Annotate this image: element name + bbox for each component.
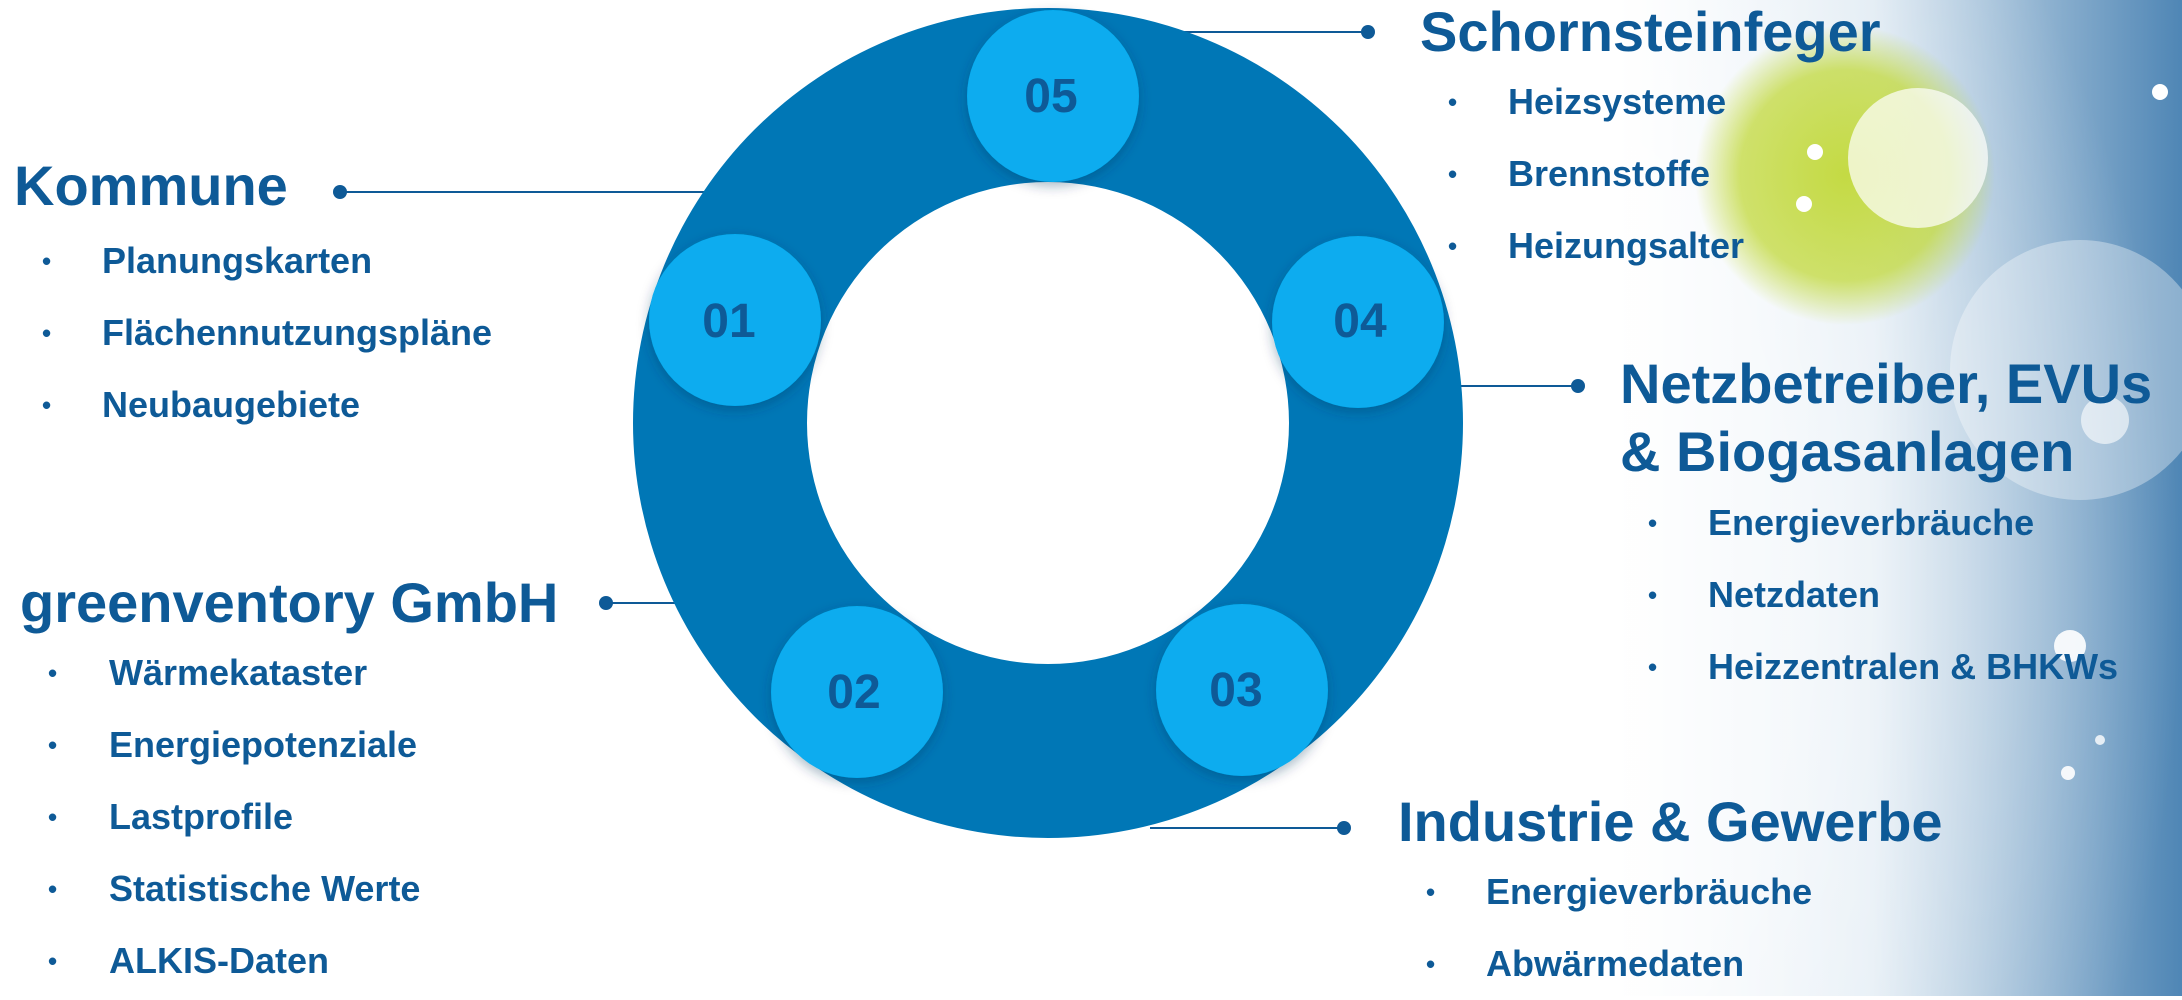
list-item: Lastprofile [20,781,558,853]
list-item: Brennstoffe [1420,138,1881,210]
group-title-line1: Netzbetreiber, EVUs [1620,352,2153,415]
group-schornsteinfeger: Schornsteinfeger Heizsysteme Brennstoffe… [1420,0,1881,282]
list-item: Flächennutzungspläne [14,297,492,369]
node-01: 01 [649,234,821,406]
list-item: Energieverbräuche [1398,856,1943,928]
list-item: Netzdaten [1620,559,2152,631]
list-item: Statistische Werte [20,853,558,925]
list-item: Energiepotenziale [20,709,558,781]
node-05-label: 05 [1024,70,1077,123]
group-title-line2: & Biogasanlagen [1620,420,2075,484]
group-title: greenventory GmbH [20,571,559,634]
connector-dot-industrie [1337,821,1351,835]
list-item: Wärmekataster [20,637,558,709]
connector-dot-greenventory [599,596,613,610]
group-netzbetreiber: Netzbetreiber, EVUs & Biogasanlagen Ener… [1620,350,2152,703]
bullet-list: Energieverbräuche Abwärmedaten [1398,856,1943,1000]
connector-dot-kommune [333,185,347,199]
connector-dot-schornsteinfeger [1361,25,1375,39]
node-04-label: 04 [1333,295,1387,348]
group-title: Industrie & Gewerbe [1398,790,1943,853]
connector-dot-netzbetreiber [1571,379,1585,393]
group-title: Schornsteinfeger [1420,0,1881,63]
node-04: 04 [1272,236,1444,408]
node-03: 03 [1156,604,1328,776]
group-kommune: Kommune Planungskarten Flächennutzungspl… [14,152,492,441]
list-item: Heizungsalter [1420,210,1881,282]
bullet-list: Heizsysteme Brennstoffe Heizungsalter [1420,66,1881,282]
group-greenventory: greenventory GmbH Wärmekataster Energiep… [20,569,558,997]
bullet-list: Wärmekataster Energiepotenziale Lastprof… [20,637,558,997]
group-industrie: Industrie & Gewerbe Energieverbräuche Ab… [1398,788,1943,1000]
list-item: Energieverbräuche [1620,487,2152,559]
list-item: Heizsysteme [1420,66,1881,138]
list-item: Planungskarten [14,225,492,297]
node-05: 05 [967,10,1139,182]
list-item: Heizzentralen & BHKWs [1620,631,2152,703]
bullet-list: Planungskarten Flächennutzungspläne Neub… [14,225,492,441]
group-title: Kommune [14,154,288,217]
node-01-label: 01 [702,295,755,348]
bullet-list: Energieverbräuche Netzdaten Heizzentrale… [1620,487,2152,703]
list-item: Abwärmedaten [1398,928,1943,1000]
list-item: Neubaugebiete [14,369,492,441]
node-02-label: 02 [827,666,880,719]
node-03-label: 03 [1209,664,1262,717]
node-02: 02 [771,606,943,778]
list-item: ALKIS-Daten [20,925,558,997]
